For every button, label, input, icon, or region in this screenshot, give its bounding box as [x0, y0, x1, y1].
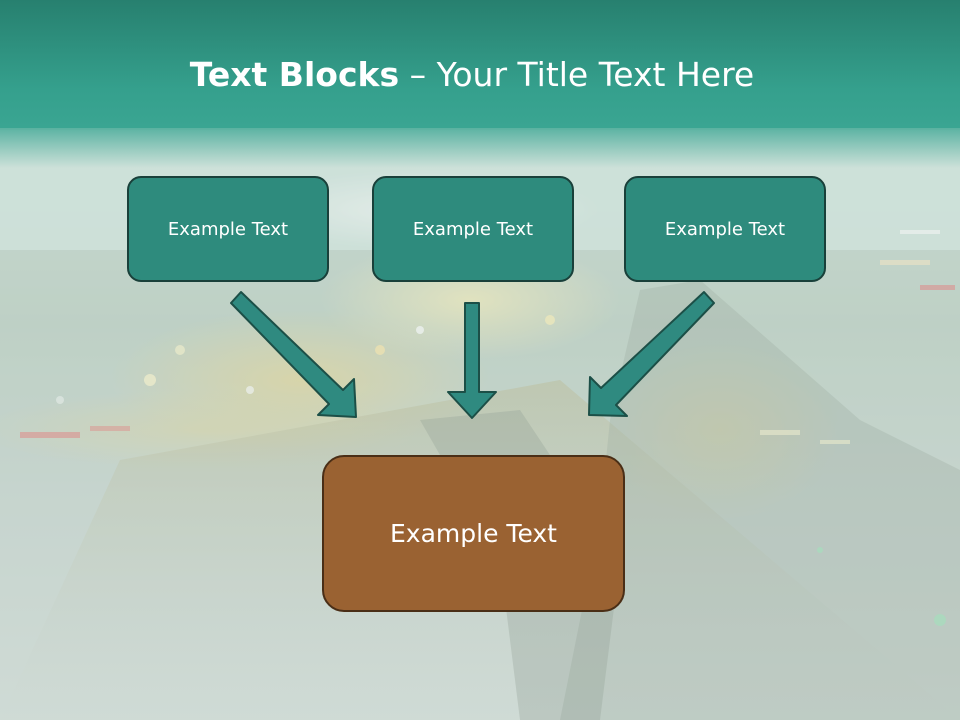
text-block-left-label: Example Text — [167, 218, 289, 240]
car-silhouette — [560, 280, 960, 720]
title-dash: – — [399, 55, 437, 94]
text-block-right[interactable]: Example Text — [624, 176, 826, 282]
text-block-bottom-label: Example Text — [390, 519, 557, 548]
bokeh-lights — [20, 230, 955, 626]
text-block-center-label: Example Text — [412, 218, 534, 240]
title-rest: Your Title Text Here — [436, 55, 755, 94]
text-block-left[interactable]: Example Text — [127, 176, 329, 282]
text-block-center[interactable]: Example Text — [372, 176, 574, 282]
arrow-center-icon — [447, 302, 497, 419]
text-block-right-label: Example Text — [664, 218, 786, 240]
title-bold: Text Blocks — [189, 55, 400, 94]
title-band — [0, 0, 960, 128]
text-block-bottom[interactable]: Example Text — [322, 455, 625, 612]
slide-title: Text Blocks – Your Title Text Here — [0, 52, 944, 98]
arrow-left-icon — [230, 291, 357, 418]
title-fade — [0, 124, 960, 168]
arrow-right-icon — [588, 291, 715, 417]
